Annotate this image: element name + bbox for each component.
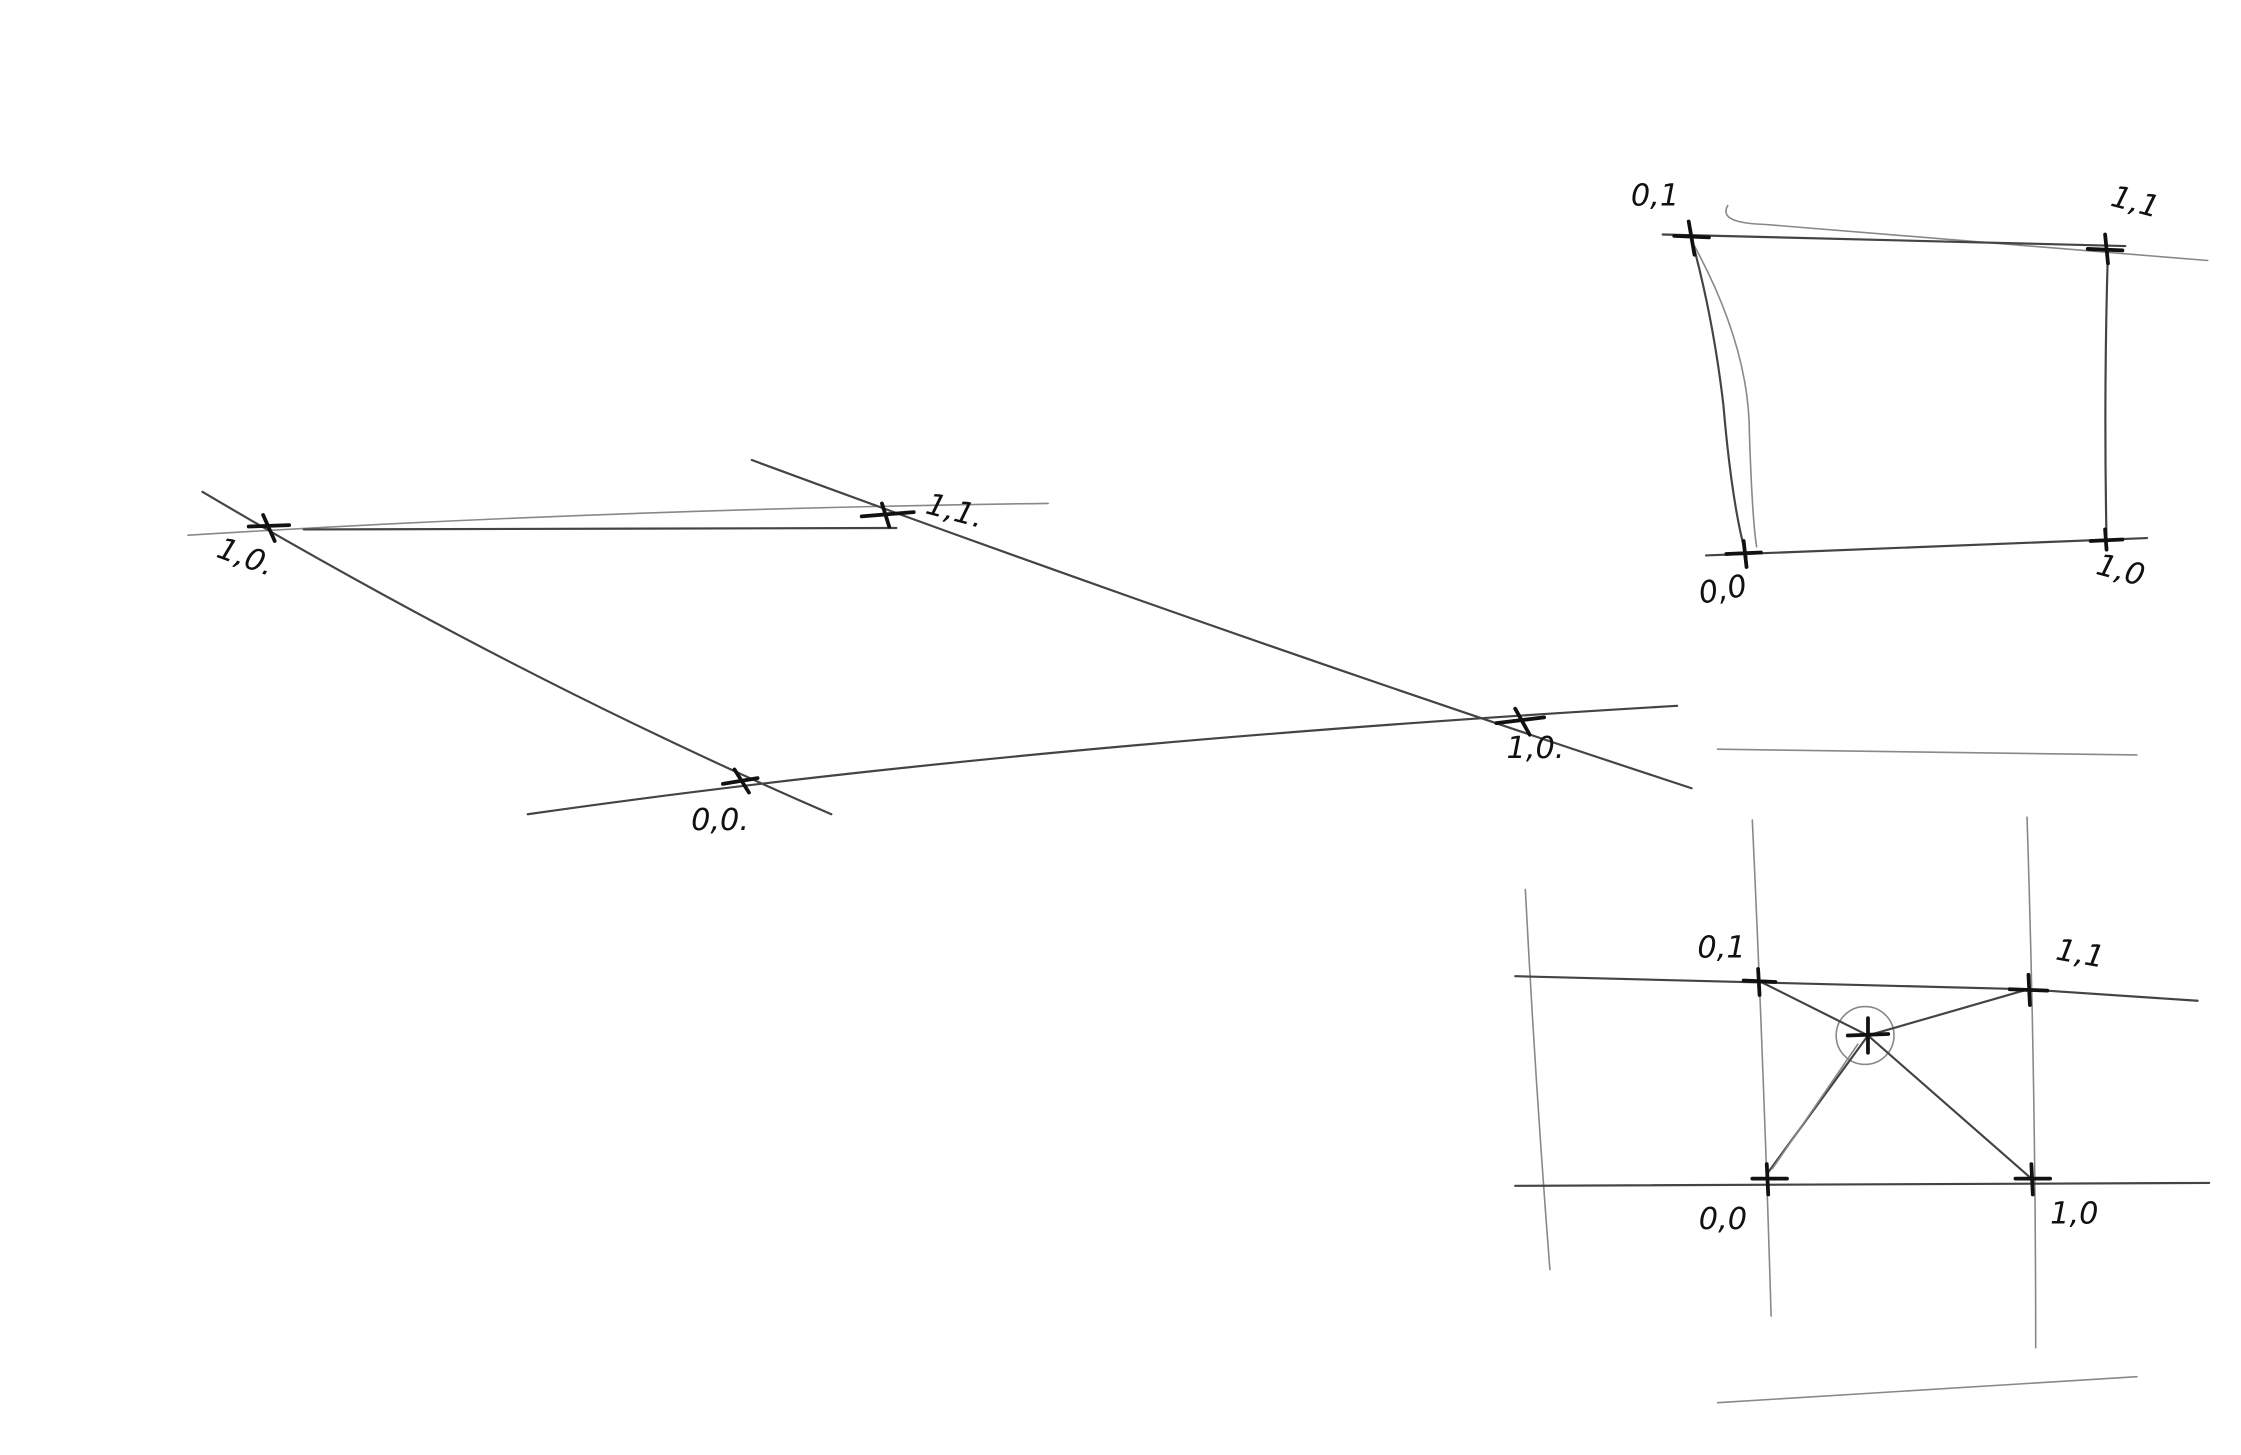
grid-horizontal [1514,1181,2211,1187]
cross-mark [1672,219,1711,257]
label-bottom-left: 0,0 [1696,569,1750,612]
label-bottom-right: 1,0 [2050,1196,2098,1231]
square-bottom-edge [1704,537,2149,557]
cross-mark [1845,1016,1891,1055]
cross-mark [2013,1162,2053,1197]
interp-line [1765,1033,2033,1180]
grid-horizontal [1514,975,2199,1002]
cross-mark [721,767,760,795]
label-top-right: 1,1 [2107,179,2163,225]
cross-mark [1724,539,1763,569]
quad-top-edge [187,502,1050,537]
label-top-left: 1,0. [212,531,278,584]
grid-interpolation: 0,1 1,1 0,0 1,0 [1514,816,2211,1349]
divider-line [1716,748,2138,756]
interp-line [1771,1043,1859,1170]
label-bottom-left: 0,0. [691,803,749,838]
sample-point-circle [1835,1005,1895,1066]
label-top-left: 0,1 [1697,930,1745,965]
cross-mark [859,501,916,529]
label-top-right: 1,1. [922,487,987,536]
square-top-edge [1725,204,2209,262]
quad-bottom-edge [526,704,1679,816]
cross-mark [2088,527,2125,552]
cross-mark [1741,967,1778,997]
cross-mark [2007,972,2050,1007]
unit-square: 0,1 1,1 0,0 1,0 [1631,179,2209,612]
grid-vertical [1751,819,1772,1317]
perspective-quad: 1,0. 1,1. 0,0. 1,0. [187,458,1693,838]
square-left-edge-2 [1693,245,1758,548]
label-top-left: 0,1 [1631,179,1679,214]
grid-vertical [1524,888,1551,1271]
grid-vertical [2026,816,2037,1349]
label-bottom-right: 1,0. [1507,731,1565,766]
label-bottom-right: 1,0 [2093,548,2149,594]
cross-mark [2085,232,2125,266]
square-right-edge [2104,247,2110,543]
square-left-edge [1690,237,1748,558]
divider-line [1716,1375,2138,1404]
cross-mark [246,513,292,543]
quad-left-edge [201,490,833,816]
quad-top-edge-2 [302,526,898,531]
quad-right-edge [750,458,1693,790]
label-bottom-left: 0,0 [1699,1202,1747,1237]
cross-mark [1750,1162,1789,1197]
label-top-right: 1,1 [2053,933,2107,976]
cross-mark [1494,706,1547,737]
square-top-edge-2 [1661,233,2127,248]
